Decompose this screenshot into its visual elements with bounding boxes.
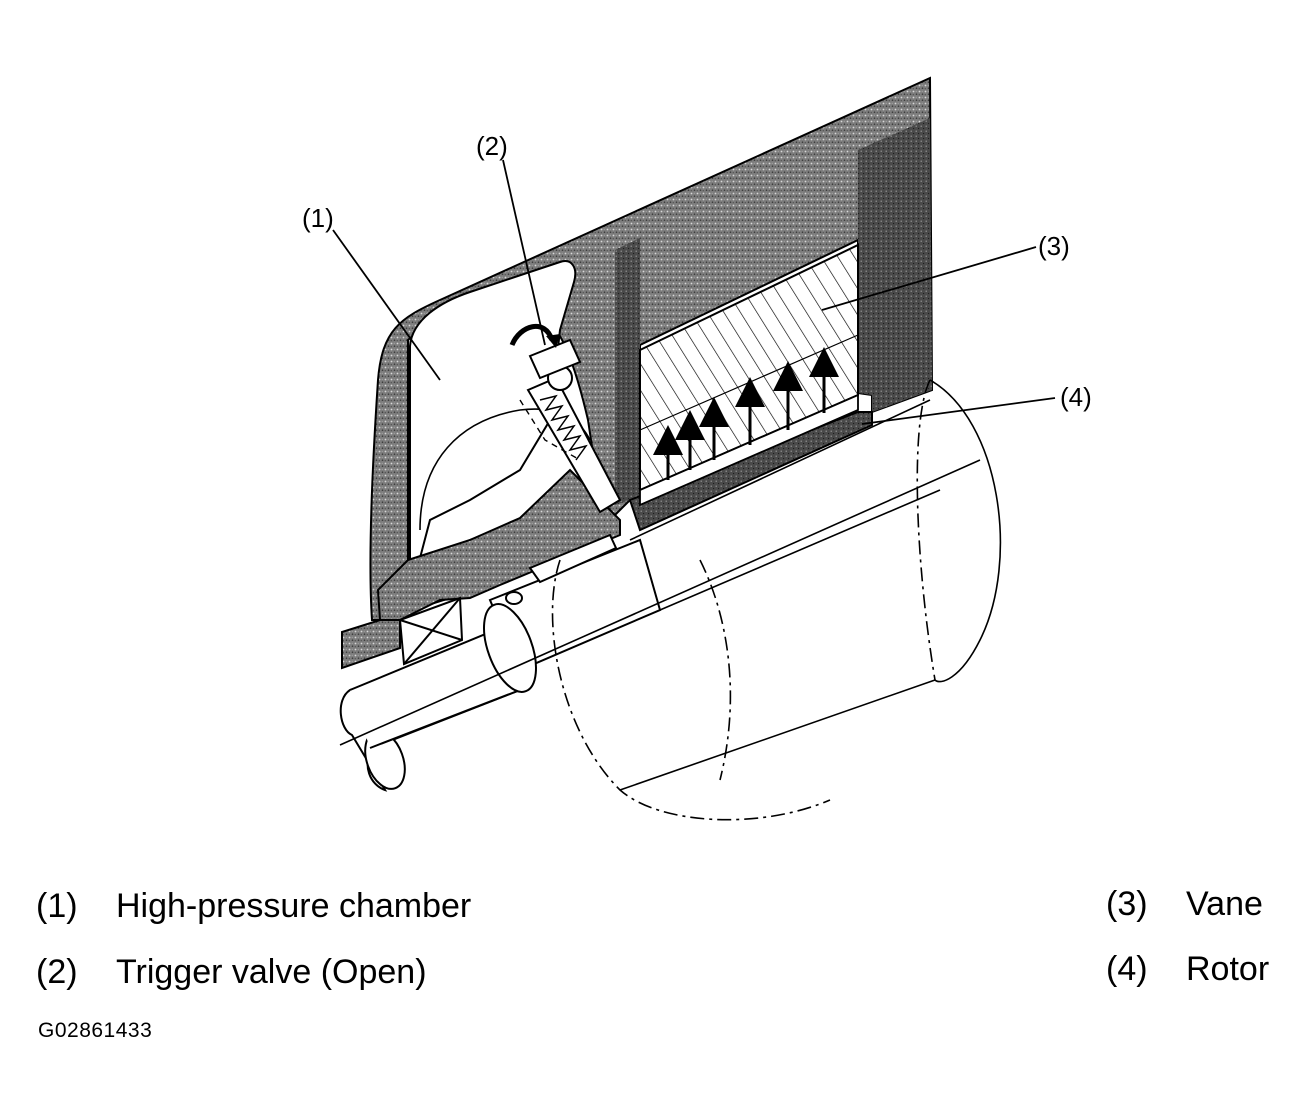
legend-text-3: Vane <box>1186 885 1263 923</box>
legend-num-1: (1) <box>36 887 78 925</box>
legend-num-2: (2) <box>36 953 78 991</box>
callout-2: (2) <box>476 131 508 161</box>
callout-4: (4) <box>1060 382 1092 412</box>
trigger-valve <box>509 323 622 514</box>
rotor-drum <box>339 379 1002 821</box>
leader-line-2 <box>502 159 546 346</box>
vane <box>639 243 859 507</box>
housing <box>341 76 934 670</box>
callout-3: (3) <box>1038 231 1070 261</box>
leader-lines <box>332 159 1056 425</box>
callout-1: (1) <box>302 203 334 233</box>
legend-text-4: Rotor <box>1186 950 1270 988</box>
leader-line-3 <box>821 246 1037 311</box>
legend-text-2: Trigger valve (Open) <box>116 953 427 991</box>
pressure-arrows <box>653 347 839 480</box>
legend-num-4: (4) <box>1106 950 1148 988</box>
legend-text-1: High-pressure chamber <box>116 887 472 925</box>
legend-num-3: (3) <box>1106 885 1148 923</box>
leader-line-1 <box>332 229 441 381</box>
leader-line-4 <box>861 397 1056 425</box>
shaft <box>339 533 662 792</box>
figure-id: G02861433 <box>38 1019 153 1042</box>
